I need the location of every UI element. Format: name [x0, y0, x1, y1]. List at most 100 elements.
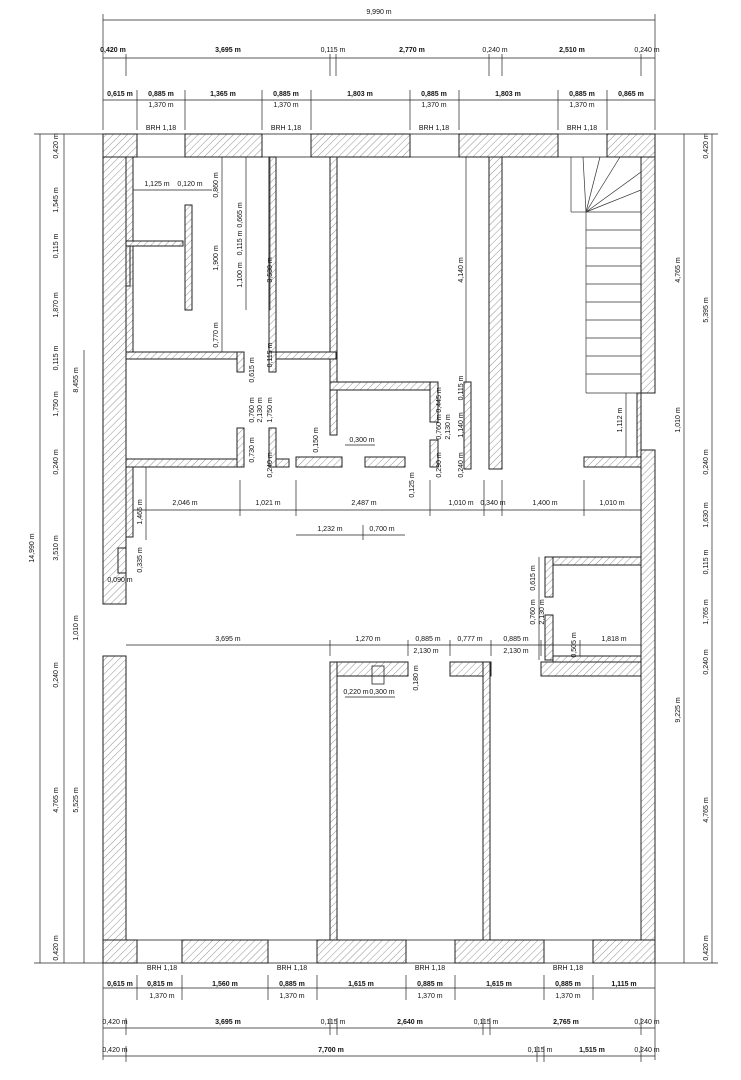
interior-walls — [117, 156, 642, 941]
bot-r1-1: 0,815 m — [147, 981, 173, 988]
itl-10: 0,115 m — [267, 342, 274, 367]
itl-15: 0,240 m — [267, 452, 274, 477]
lower-sub-0: 2,130 m — [413, 648, 438, 655]
corr-3: 1,010 m — [448, 500, 473, 507]
left-outer-11: 0,420 m — [53, 935, 60, 960]
left-outer-9: 0,240 m — [53, 662, 60, 687]
bot-r2-5: 2,765 m — [553, 1019, 579, 1026]
left-outer-2: 0,115 m — [53, 233, 60, 258]
lower-dims: 3,695 m 1,270 m 0,885 m 0,777 m 0,885 m … — [126, 636, 641, 698]
corr-sub-1: 0,700 m — [369, 526, 394, 533]
left-inner-1: 5,525 m — [73, 787, 80, 812]
bot-r2-0: 0,420 m — [102, 1019, 127, 1026]
imid-0: 4,140 m — [458, 257, 465, 282]
left-outer-7: 3,510 m — [53, 535, 60, 560]
bot-r3-1: 7,700 m — [318, 1047, 344, 1054]
lsmall-1: 0,335 m — [137, 547, 144, 572]
top-r1-4: 0,240 m — [482, 47, 507, 54]
bot-opening-1: 1,370 m — [279, 993, 304, 1000]
left-small-dims: 1,465 m 0,335 m 0,090 m — [107, 467, 147, 584]
itl-7: 3,530 m — [267, 257, 274, 282]
itl-5: 0,115 m — [237, 230, 244, 255]
corr-1: 1,021 m — [255, 500, 280, 507]
bottom-brh-2: BRH 1,18 — [415, 965, 445, 972]
top-r2-3: 0,885 m — [273, 91, 299, 98]
right-outer-3: 1,010 m — [675, 407, 682, 432]
imid-5: 0,115 m — [458, 375, 465, 400]
right-outer-11: 0,420 m — [703, 935, 710, 960]
right-outer-10: 4,765 m — [703, 797, 710, 822]
top-opening-3: 1,370 m — [569, 102, 594, 109]
left-outer-8: 1,010 m — [73, 615, 80, 640]
staircase — [570, 156, 642, 394]
top-brh-2: BRH 1,18 — [419, 125, 449, 132]
itl-0: 1,125 m — [144, 181, 169, 188]
right-outer-9: 9,225 m — [675, 697, 682, 722]
top-r2-8: 0,865 m — [618, 91, 644, 98]
itl-4: 1,900 m — [213, 245, 220, 270]
top-dims-row2: 0,615 m 0,885 m 1,365 m 0,885 m 1,803 m … — [103, 90, 655, 132]
top-r2-5: 0,885 m — [421, 91, 447, 98]
itl-11: 0,760 m — [249, 397, 256, 422]
top-brh-0: BRH 1,18 — [146, 125, 176, 132]
bottom-brh-3: BRH 1,18 — [553, 965, 583, 972]
lower-1: 1,270 m — [355, 636, 380, 643]
right-dimensions: 0,420 m 4,765 m 5,395 m 1,010 m 0,240 m … — [655, 133, 718, 964]
right-outer-4: 0,240 m — [703, 449, 710, 474]
right-outer-1: 4,765 m — [675, 257, 682, 282]
top-r1-6: 0,240 m — [634, 47, 659, 54]
bot-r1-2: 1,560 m — [212, 981, 238, 988]
right-outer-8: 0,240 m — [703, 649, 710, 674]
rmid-1: 0,760 m — [530, 599, 537, 624]
overall-width-label: 9,990 m — [366, 9, 391, 16]
top-r1-1: 3,695 m — [215, 47, 241, 54]
itl-1: 0,120 m — [177, 181, 202, 188]
left-outer-0: 0,420 m — [53, 133, 60, 158]
imid-3: 2,130 m — [445, 414, 452, 439]
bottom-dimensions: BRH 1,18 BRH 1,18 BRH 1,18 BRH 1,18 0,61… — [102, 963, 660, 1062]
corr-4: 0,340 m — [480, 500, 505, 507]
right-mid-dims: 0,615 m 0,760 m 2,130 m 0,505 m — [530, 557, 578, 660]
left-outer-10: 4,765 m — [53, 787, 60, 812]
left-outer-5: 1,750 m — [53, 391, 60, 416]
interior-dims-top-left: 1,125 m 0,120 m 0,860 m 0,665 m 1,900 m … — [133, 157, 274, 478]
top-brh-1: BRH 1,18 — [271, 125, 301, 132]
corr-6: 1,010 m — [599, 500, 624, 507]
corr-sub-0: 1,232 m — [317, 526, 342, 533]
bot-opening-3: 1,370 m — [555, 993, 580, 1000]
bot-r1-3: 0,885 m — [279, 981, 305, 988]
corr-0: 2,046 m — [172, 500, 197, 507]
bot-opening-2: 1,370 m — [417, 993, 442, 1000]
top-r2-2: 1,365 m — [210, 91, 236, 98]
bottom-brh-1: BRH 1,18 — [277, 965, 307, 972]
rmid-0: 0,615 m — [530, 565, 537, 590]
bot-r1-5: 0,885 m — [417, 981, 443, 988]
bot-r1-0: 0,615 m — [107, 981, 133, 988]
imid-7: 0,240 m — [458, 452, 465, 477]
bot-r3-3: 1,515 m — [579, 1047, 605, 1054]
lower-4: 0,885 m — [503, 636, 528, 643]
itl-13: 1,750 m — [267, 397, 274, 422]
imid-2: 0,760 m — [436, 414, 443, 439]
top-opening-2: 1,370 m — [421, 102, 446, 109]
bottom-brh-0: BRH 1,18 — [147, 965, 177, 972]
bot-r3-4: 0,240 m — [634, 1047, 659, 1054]
top-opening-0: 1,370 m — [148, 102, 173, 109]
right-outer-2: 5,395 m — [703, 297, 710, 322]
lower-sub-1: 2,130 m — [503, 648, 528, 655]
itl-6: 1,100 m — [237, 262, 244, 287]
bot-r3-0: 0,420 m — [102, 1047, 127, 1054]
corr-5: 1,400 m — [532, 500, 557, 507]
left-outer-6: 0,240 m — [53, 449, 60, 474]
imid-11: 1,112 m — [617, 407, 624, 432]
top-r2-0: 0,615 m — [107, 91, 133, 98]
right-outer-7: 1,765 m — [703, 599, 710, 624]
bot-r1-7: 0,885 m — [555, 981, 581, 988]
imid-1: 0,445 m — [436, 387, 443, 412]
bot-r2-4: 0,115 m — [474, 1019, 499, 1026]
rmid-2: 2,130 m — [539, 599, 546, 624]
lower-2: 0,885 m — [415, 636, 440, 643]
lower-5: 1,818 m — [601, 636, 626, 643]
bot-r1-8: 1,115 m — [611, 981, 636, 988]
